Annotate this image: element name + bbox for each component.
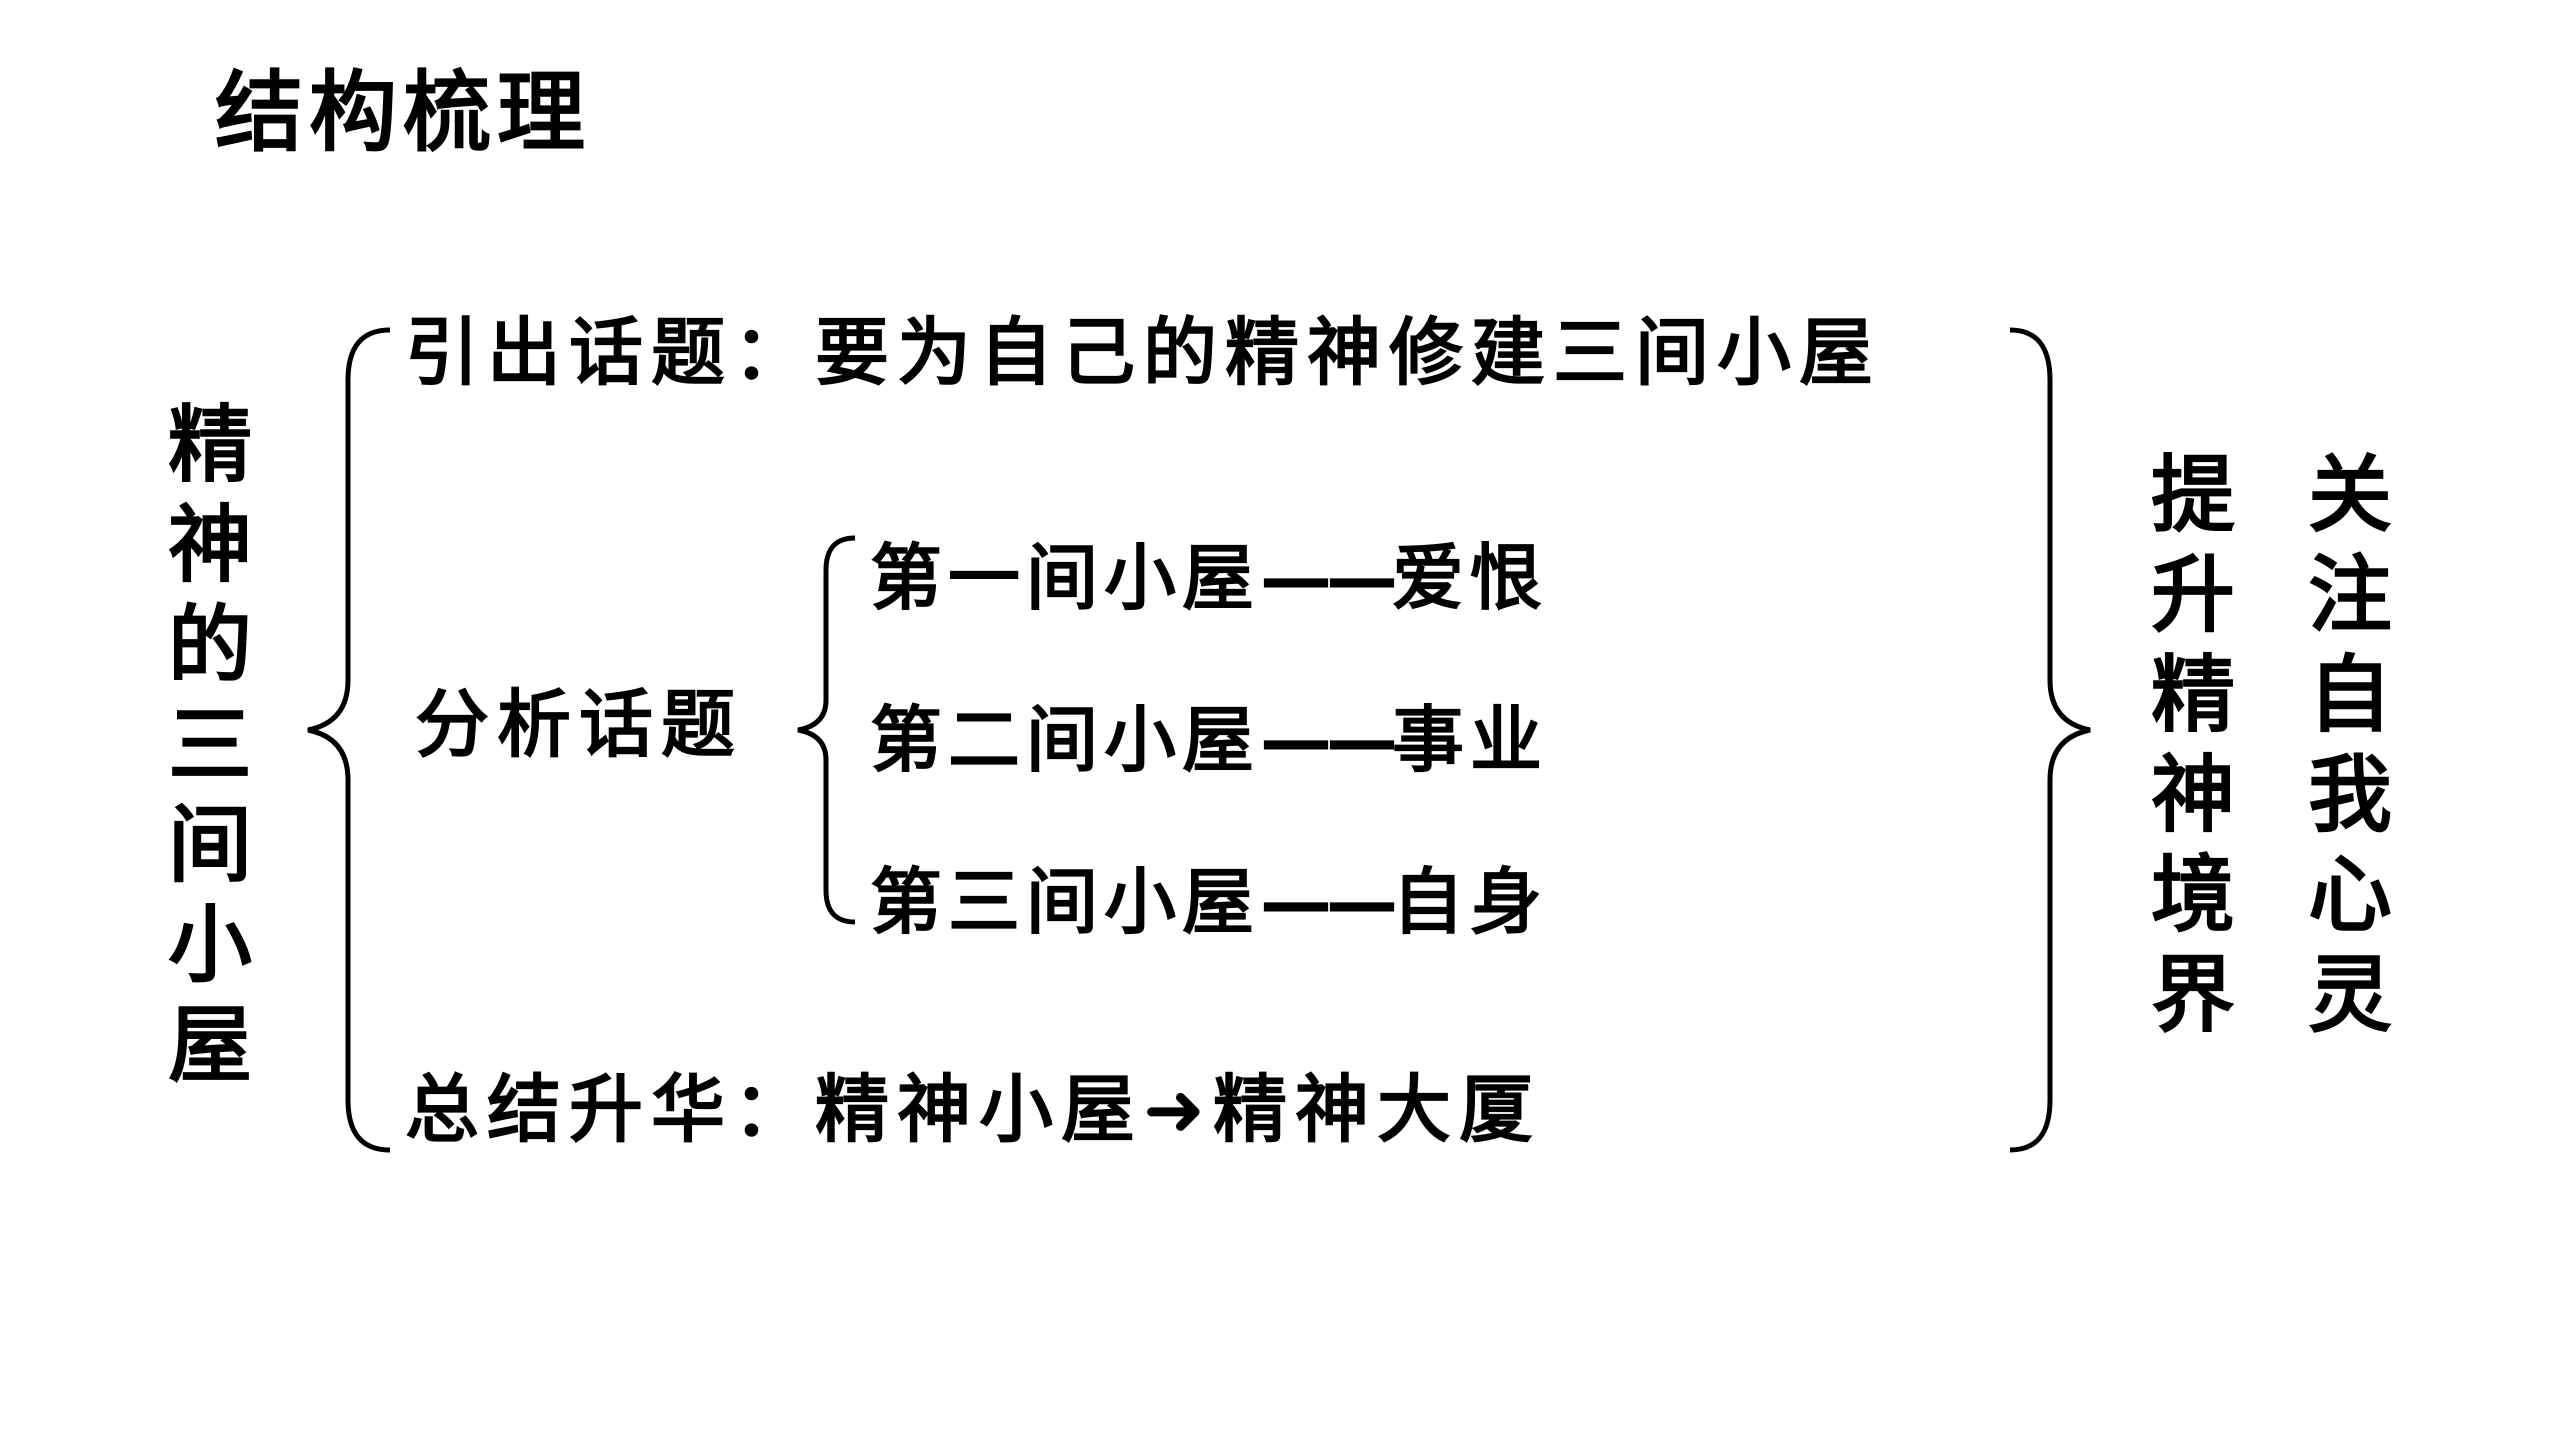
room-topic: 事业 [1392,697,1549,782]
room-label: 第三间小屋 [870,859,1261,944]
left-char: 屋 [167,995,252,1094]
room-topic: 自身 [1392,859,1549,944]
summary-from: 精神小屋 [815,1067,1143,1153]
left-char: 三 [167,695,252,794]
analysis-item: 第一间小屋——爱恨 [870,528,1548,628]
right-char: 升 [2150,545,2235,644]
right-char: 灵 [2307,945,2392,1044]
right-char: 境 [2150,845,2235,944]
right-char: 神 [2150,745,2235,844]
left-vertical-title: 精 神 的 三 间 小 屋 [160,395,260,1095]
analysis-item: 第三间小屋——自身 [870,852,1548,952]
right-vertical-text-2: 关 注 自 我 心 灵 [2300,445,2400,1045]
left-char: 间 [167,795,252,894]
dash-connector: —— [1260,860,1398,944]
analysis-item: 第二间小屋——事业 [870,690,1548,790]
left-char: 小 [167,895,252,994]
analysis-label: 分析话题 [415,682,743,768]
right-char: 自 [2307,645,2392,744]
outer-right-brace [2009,327,2091,1153]
page-title: 结构梳理 [215,60,592,164]
dash-connector: —— [1260,698,1398,782]
right-char: 界 [2150,945,2235,1044]
left-char: 精 [167,395,252,494]
room-label: 第二间小屋 [870,697,1261,782]
right-vertical-text-1: 提 升 精 神 境 界 [2143,445,2243,1045]
left-char: 神 [167,495,252,594]
room-label: 第一间小屋 [870,535,1261,620]
room-topic: 爱恨 [1392,535,1549,620]
summary-label: 总结升华： [405,1067,815,1153]
inner-left-brace [797,535,856,925]
right-char: 提 [2150,445,2235,544]
intro-label: 引出话题： [405,310,815,396]
intro-row: 引出话题：要为自己的精神修建三间小屋 [405,303,1881,403]
right-char: 关 [2307,445,2392,544]
dash-connector: —— [1260,536,1398,620]
right-char: 精 [2150,645,2235,744]
summary-to: 精神大厦 [1213,1067,1542,1153]
left-char: 的 [167,595,252,694]
right-char: 我 [2307,745,2392,844]
right-arrow-icon: ➜ [1143,1067,1214,1153]
intro-text: 要为自己的精神修建三间小屋 [815,310,1881,396]
summary-row: 总结升华：精神小屋➜精神大厦 [405,1060,1541,1160]
right-char: 注 [2307,545,2392,644]
outer-left-brace [307,327,391,1153]
right-char: 心 [2307,845,2392,944]
